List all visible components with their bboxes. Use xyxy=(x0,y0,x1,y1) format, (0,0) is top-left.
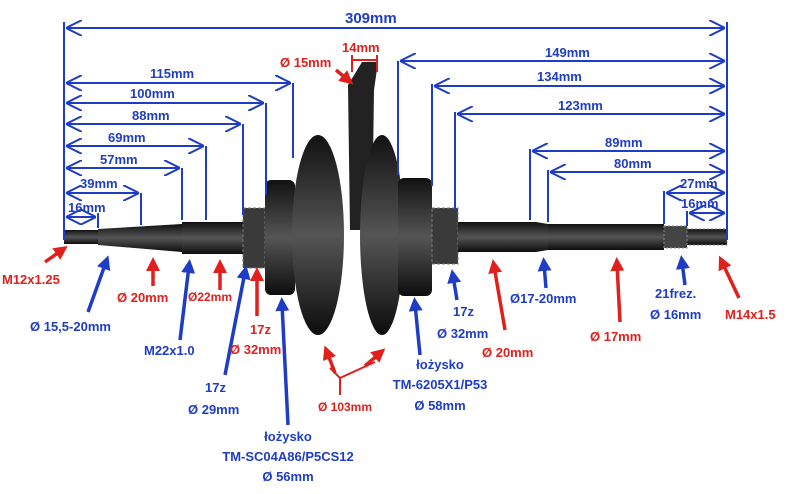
bearing-right-l3: Ø 58mm xyxy=(414,398,465,413)
sprocket-17z-32-left-l1: 17z xyxy=(250,322,271,337)
left-sprocket xyxy=(242,207,266,269)
conrod-dimensions: 14mm Ø 15mm xyxy=(280,40,380,85)
sprocket-17z-32-right-l1: 17z xyxy=(453,304,474,319)
sprocket-17z-32-left-l2: Ø 32mm xyxy=(230,342,281,357)
dim-89: 89mm xyxy=(605,135,643,150)
dim-134: 134mm xyxy=(537,69,582,84)
left-dimensions: 309mm 115mm 100mm 88mm 69mm 57mm 39mm 16… xyxy=(66,10,725,228)
left-thread xyxy=(64,230,98,244)
m22-label: M22x1.0 xyxy=(144,343,195,358)
right-thread xyxy=(686,228,728,246)
m12-label: M12x1.25 xyxy=(2,272,60,287)
right-dimensions: 149mm 134mm 123mm 89mm 80mm 27mm 16mm xyxy=(397,45,725,226)
dim-309: 309mm xyxy=(345,10,397,27)
conrod-pin: Ø 15mm xyxy=(280,55,331,70)
dim-69: 69mm xyxy=(108,130,146,145)
right-shaft-17 xyxy=(548,224,664,250)
callouts: M12x1.25 Ø 15,5-20mm Ø 20mm M22x1.0 Ø22m… xyxy=(2,245,776,484)
crankshaft xyxy=(64,62,728,335)
left-web xyxy=(292,135,344,335)
right-shaft xyxy=(458,222,536,252)
m22-thread xyxy=(182,222,205,254)
right-sprocket xyxy=(431,207,459,265)
d20-left-label: Ø 20mm xyxy=(117,290,168,305)
right-web xyxy=(360,135,404,335)
bearing-right-l1: łożysko xyxy=(416,357,464,372)
dim-100: 100mm xyxy=(130,86,175,101)
d17-label: Ø 17mm xyxy=(590,329,641,344)
dim-16-right: 16mm xyxy=(681,196,719,211)
d17-20-label: Ø17-20mm xyxy=(510,291,576,306)
bearing-left-l1: łożysko xyxy=(264,429,312,444)
spline-l1: 21frez. xyxy=(655,286,696,301)
bearing-right-l2: TM-6205X1/P53 xyxy=(393,377,488,392)
dim-57: 57mm xyxy=(100,152,138,167)
conrod-width: 14mm xyxy=(342,40,380,55)
dim-115: 115mm xyxy=(150,66,194,81)
dim-123: 123mm xyxy=(558,98,603,113)
d22-label: Ø22mm xyxy=(188,290,232,304)
bearing-left-l3: Ø 56mm xyxy=(262,469,313,484)
d15-20-label: Ø 15,5-20mm xyxy=(30,319,111,334)
right-bearing xyxy=(398,178,432,296)
dim-16-left: 16mm xyxy=(68,200,106,215)
bearing-left-l2: TM-SC04A86/P5CS12 xyxy=(222,449,354,464)
spline xyxy=(663,225,688,249)
sprocket-17z-29-l1: 17z xyxy=(205,380,226,395)
right-shaft-step xyxy=(536,222,548,252)
dim-80: 80mm xyxy=(614,156,652,171)
dim-149: 149mm xyxy=(545,45,590,60)
dim-27: 27mm xyxy=(680,176,718,191)
d20-right-label: Ø 20mm xyxy=(482,345,533,360)
left-bearing xyxy=(265,180,295,295)
left-taper xyxy=(98,224,182,252)
left-journal xyxy=(205,222,245,254)
m14-label: M14x1.5 xyxy=(725,307,776,322)
sprocket-17z-29-l2: Ø 29mm xyxy=(188,402,239,417)
dim-88: 88mm xyxy=(132,108,170,123)
web-diameter-label: Ø 103mm xyxy=(318,400,372,414)
dim-39: 39mm xyxy=(80,176,118,191)
spline-l2: Ø 16mm xyxy=(650,307,701,322)
sprocket-17z-32-right-l2: Ø 32mm xyxy=(437,326,488,341)
